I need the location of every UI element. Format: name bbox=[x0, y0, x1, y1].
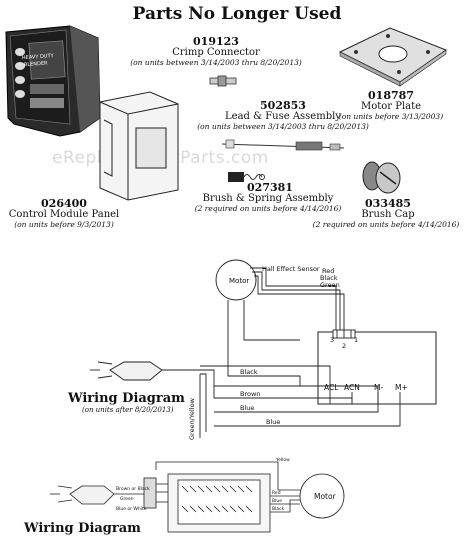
lead-fuse-assembly-image bbox=[221, 139, 345, 151]
crimp-connector-image bbox=[209, 75, 237, 87]
motor-2-label: Motor bbox=[314, 492, 337, 501]
part-027381-number: 027381 bbox=[247, 181, 293, 194]
panel-bracket-image bbox=[99, 91, 179, 201]
ground-wire-label: Green/Yellow bbox=[188, 397, 196, 440]
motor-1-label: Motor bbox=[229, 277, 249, 285]
wiring-diagram-1-subtitle: (on units after 8/20/2013) bbox=[82, 406, 174, 414]
hall-sensor-label: Hall Effect Sensor bbox=[262, 265, 320, 273]
part-018787-name: Motor Plate bbox=[360, 101, 422, 112]
hall-black-label: Black bbox=[320, 274, 338, 282]
d2-brown-black-label: Brown or Black bbox=[116, 486, 150, 492]
brush-cap-image bbox=[362, 161, 401, 194]
pin-3-label: 3 bbox=[330, 336, 334, 344]
wire-blue-1-label: Blue bbox=[240, 404, 254, 412]
part-033485-name: Brush Cap bbox=[361, 209, 415, 220]
terminal-m-plus-label: M+ bbox=[395, 383, 408, 392]
part-019123-note: (on units between 3/14/2003 thru 8/20/20… bbox=[130, 58, 302, 67]
d2-green-label: Green bbox=[120, 496, 134, 502]
page-title: Parts No Longer Used bbox=[132, 4, 342, 24]
d2-blue-white-label: Blue or White bbox=[116, 506, 147, 512]
terminal-acl-label: ACL bbox=[324, 383, 339, 392]
control-module-panel-image bbox=[5, 25, 101, 137]
d2-red-label: Red bbox=[272, 490, 281, 496]
part-018787-note: (on units before 3/13/2003) bbox=[338, 112, 444, 121]
d2-black-label: Black bbox=[272, 506, 285, 512]
panel-blender-text: BLENDER bbox=[24, 60, 48, 68]
wire-black-label: Black bbox=[240, 368, 258, 376]
motor-plate-image bbox=[338, 27, 448, 87]
part-026400-name: Control Module Panel bbox=[8, 209, 120, 220]
part-033485-note: (2 required on units before 4/14/2016) bbox=[312, 220, 460, 229]
part-018787-number: 018787 bbox=[368, 89, 414, 102]
pin-1-label: 1 bbox=[354, 336, 358, 344]
part-502853-name: Lead & Fuse Assembly bbox=[225, 111, 341, 122]
part-502853-number: 502853 bbox=[260, 99, 306, 112]
wiring-diagram-2-title: Wiring Diagram bbox=[24, 521, 141, 536]
part-026400-note: (on units before 9/3/2013) bbox=[14, 220, 114, 229]
brush-spring-assembly-image bbox=[228, 172, 265, 182]
d2-yellow-label: Yellow bbox=[275, 457, 290, 463]
hall-red-label: Red bbox=[322, 267, 334, 275]
motor-1-symbol bbox=[215, 259, 257, 301]
part-019123-name: Crimp Connector bbox=[172, 47, 260, 58]
part-033485-number: 033485 bbox=[365, 197, 411, 210]
d2-blue-label: Blue bbox=[272, 498, 282, 504]
part-027381-note: (2 required on units before 4/14/2016) bbox=[194, 204, 342, 213]
part-502853-note: (on units between 3/14/2003 thru 8/20/20… bbox=[197, 122, 369, 131]
hall-green-label: Green bbox=[320, 281, 340, 289]
wire-brown-label: Brown bbox=[240, 390, 260, 398]
terminal-m-minus-label: M- bbox=[374, 383, 383, 392]
terminal-acn-label: ACN bbox=[344, 383, 360, 392]
panel-heavy-duty-text: HEAVY DUTY bbox=[22, 53, 55, 61]
part-019123-number: 019123 bbox=[193, 35, 239, 48]
part-026400-number: 026400 bbox=[41, 197, 87, 210]
part-027381-name: Brush & Spring Assembly bbox=[202, 193, 334, 204]
wire-blue-2-label: Blue bbox=[266, 418, 280, 426]
wiring-diagram-1-title: Wiring Diagram bbox=[68, 391, 185, 406]
pin-2-label: 2 bbox=[342, 342, 346, 350]
